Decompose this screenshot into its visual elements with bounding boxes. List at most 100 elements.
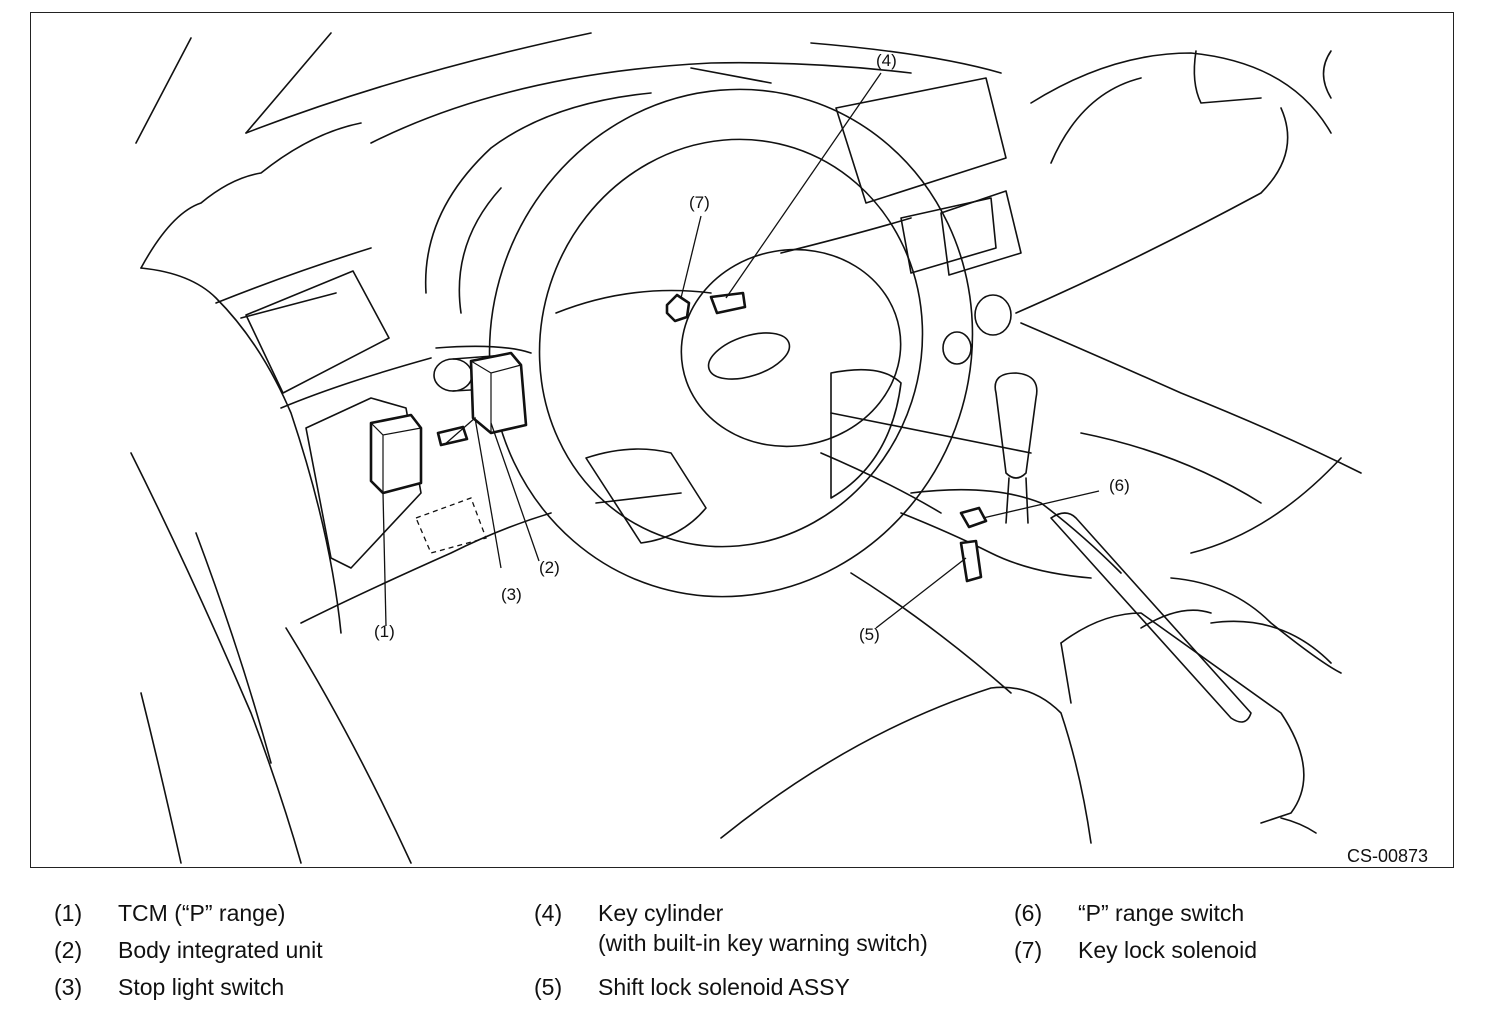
leader-2 <box>490 422 540 562</box>
steering-wheel-inner <box>538 138 924 548</box>
callout-2: (2) <box>539 558 560 577</box>
legend-num: (4) <box>534 900 563 926</box>
dash-outline <box>140 267 342 634</box>
key-cylinder-part <box>709 291 747 315</box>
seat-line <box>195 532 272 764</box>
left-air-vent <box>245 270 390 394</box>
console-line <box>850 572 1012 694</box>
leader-7 <box>680 215 702 299</box>
dash-panel-line <box>215 247 372 304</box>
legend-num: (7) <box>1014 937 1043 963</box>
windshield-line <box>245 32 592 134</box>
lower-dash-panel <box>305 397 422 569</box>
callout-4: (4) <box>876 51 897 70</box>
legend-label: TCM (“P” range) <box>118 900 286 926</box>
dash-panel-line <box>240 292 337 319</box>
callout-6: (6) <box>1109 476 1130 495</box>
center-knob <box>942 331 972 365</box>
tcm-p-range-part <box>369 413 423 495</box>
steering-spoke-left <box>555 289 712 314</box>
leader-5 <box>875 557 967 629</box>
legend-label: “P” range switch <box>1078 900 1245 926</box>
steering-wheel-rim <box>488 88 974 598</box>
callout-7: (7) <box>689 193 710 212</box>
right-seat <box>1210 620 1332 664</box>
legend-num: (1) <box>54 900 83 926</box>
passenger-line <box>1080 432 1262 504</box>
seat-line <box>130 452 302 864</box>
shift-lock-solenoid-part <box>959 539 983 583</box>
dashboard-illustration: (4) (7) (6) (2) (3) (1) (5) CS-00873 <box>130 32 1428 866</box>
steering-wheel-hub <box>680 248 902 448</box>
key-lock-solenoid-part <box>665 293 691 323</box>
console-line <box>910 488 1122 574</box>
callout-3: (3) <box>501 585 522 604</box>
leader-1 <box>382 492 387 627</box>
right-pillar <box>1030 52 1332 134</box>
right-pillar <box>1050 77 1142 164</box>
figure-code: CS-00873 <box>1347 846 1428 866</box>
console-line <box>830 412 1032 454</box>
console-line <box>900 512 1092 579</box>
center-display <box>835 77 1007 204</box>
callout-1: (1) <box>374 622 395 641</box>
body-integrated-unit-part <box>469 351 528 435</box>
seat-line <box>140 692 182 864</box>
hidden-part-outline <box>415 497 487 554</box>
left-seat <box>720 686 1092 844</box>
legend-label: Stop light switch <box>118 974 285 1000</box>
windshield-line <box>135 37 192 144</box>
right-dash-line <box>1015 107 1289 314</box>
legend-label: Key cylinder <box>598 900 724 926</box>
steering-wheel-emblem <box>707 332 791 380</box>
steering-spoke-right <box>830 368 902 499</box>
column-cover <box>458 187 502 314</box>
dash-top-line <box>810 42 1002 74</box>
right-seat <box>1190 457 1342 554</box>
p-range-switch-part <box>959 506 988 529</box>
dash-outline <box>140 122 362 269</box>
figure-frame: (4) (7) (6) (2) (3) (1) (5) CS-00873 <box>30 12 1454 868</box>
shift-lever-shaft <box>1005 477 1029 524</box>
dash-top-line <box>370 61 912 144</box>
column-cover <box>424 92 652 294</box>
console-line <box>820 452 942 514</box>
right-seat <box>1170 577 1342 674</box>
dash-panel-line <box>280 357 432 409</box>
center-vent <box>900 197 997 274</box>
right-seat <box>1060 642 1072 704</box>
steering-spoke-lower <box>585 448 707 544</box>
center-knob <box>974 294 1012 336</box>
stop-light-switch-part <box>436 425 469 447</box>
steering-spoke-line <box>595 492 682 504</box>
legend-num: (5) <box>534 974 563 1000</box>
legend-label: (with built-in key warning switch) <box>598 930 928 956</box>
leader-6 <box>982 490 1100 519</box>
parking-brake-lever <box>1140 609 1212 629</box>
legend-label: Key lock solenoid <box>1078 937 1257 963</box>
right-dash-line <box>1020 322 1362 474</box>
parking-brake-lever <box>1050 512 1252 723</box>
legend-label: Shift lock solenoid ASSY <box>598 974 850 1000</box>
legend-label: Body integrated unit <box>118 937 323 963</box>
leader-4 <box>725 72 882 299</box>
dash-top-line <box>690 67 772 84</box>
legend-num: (3) <box>54 974 83 1000</box>
tcm-p-range-edge <box>370 422 422 493</box>
mirror-outline <box>1322 50 1332 99</box>
right-seat <box>1280 817 1317 834</box>
legend-num: (2) <box>54 937 83 963</box>
right-seat <box>1060 612 1305 824</box>
dash-line <box>780 217 912 254</box>
column-cover <box>435 345 532 354</box>
center-vent <box>940 190 1022 276</box>
wiper-stalk-knob <box>433 358 473 392</box>
mirror-outline <box>1193 50 1262 104</box>
lower-dash-line <box>300 512 552 624</box>
shift-lever-knob <box>994 372 1038 479</box>
floor-line <box>285 627 412 864</box>
windshield-line <box>245 32 332 134</box>
legend-num: (6) <box>1014 900 1043 926</box>
leader-3 <box>443 416 502 569</box>
callout-5: (5) <box>859 625 880 644</box>
